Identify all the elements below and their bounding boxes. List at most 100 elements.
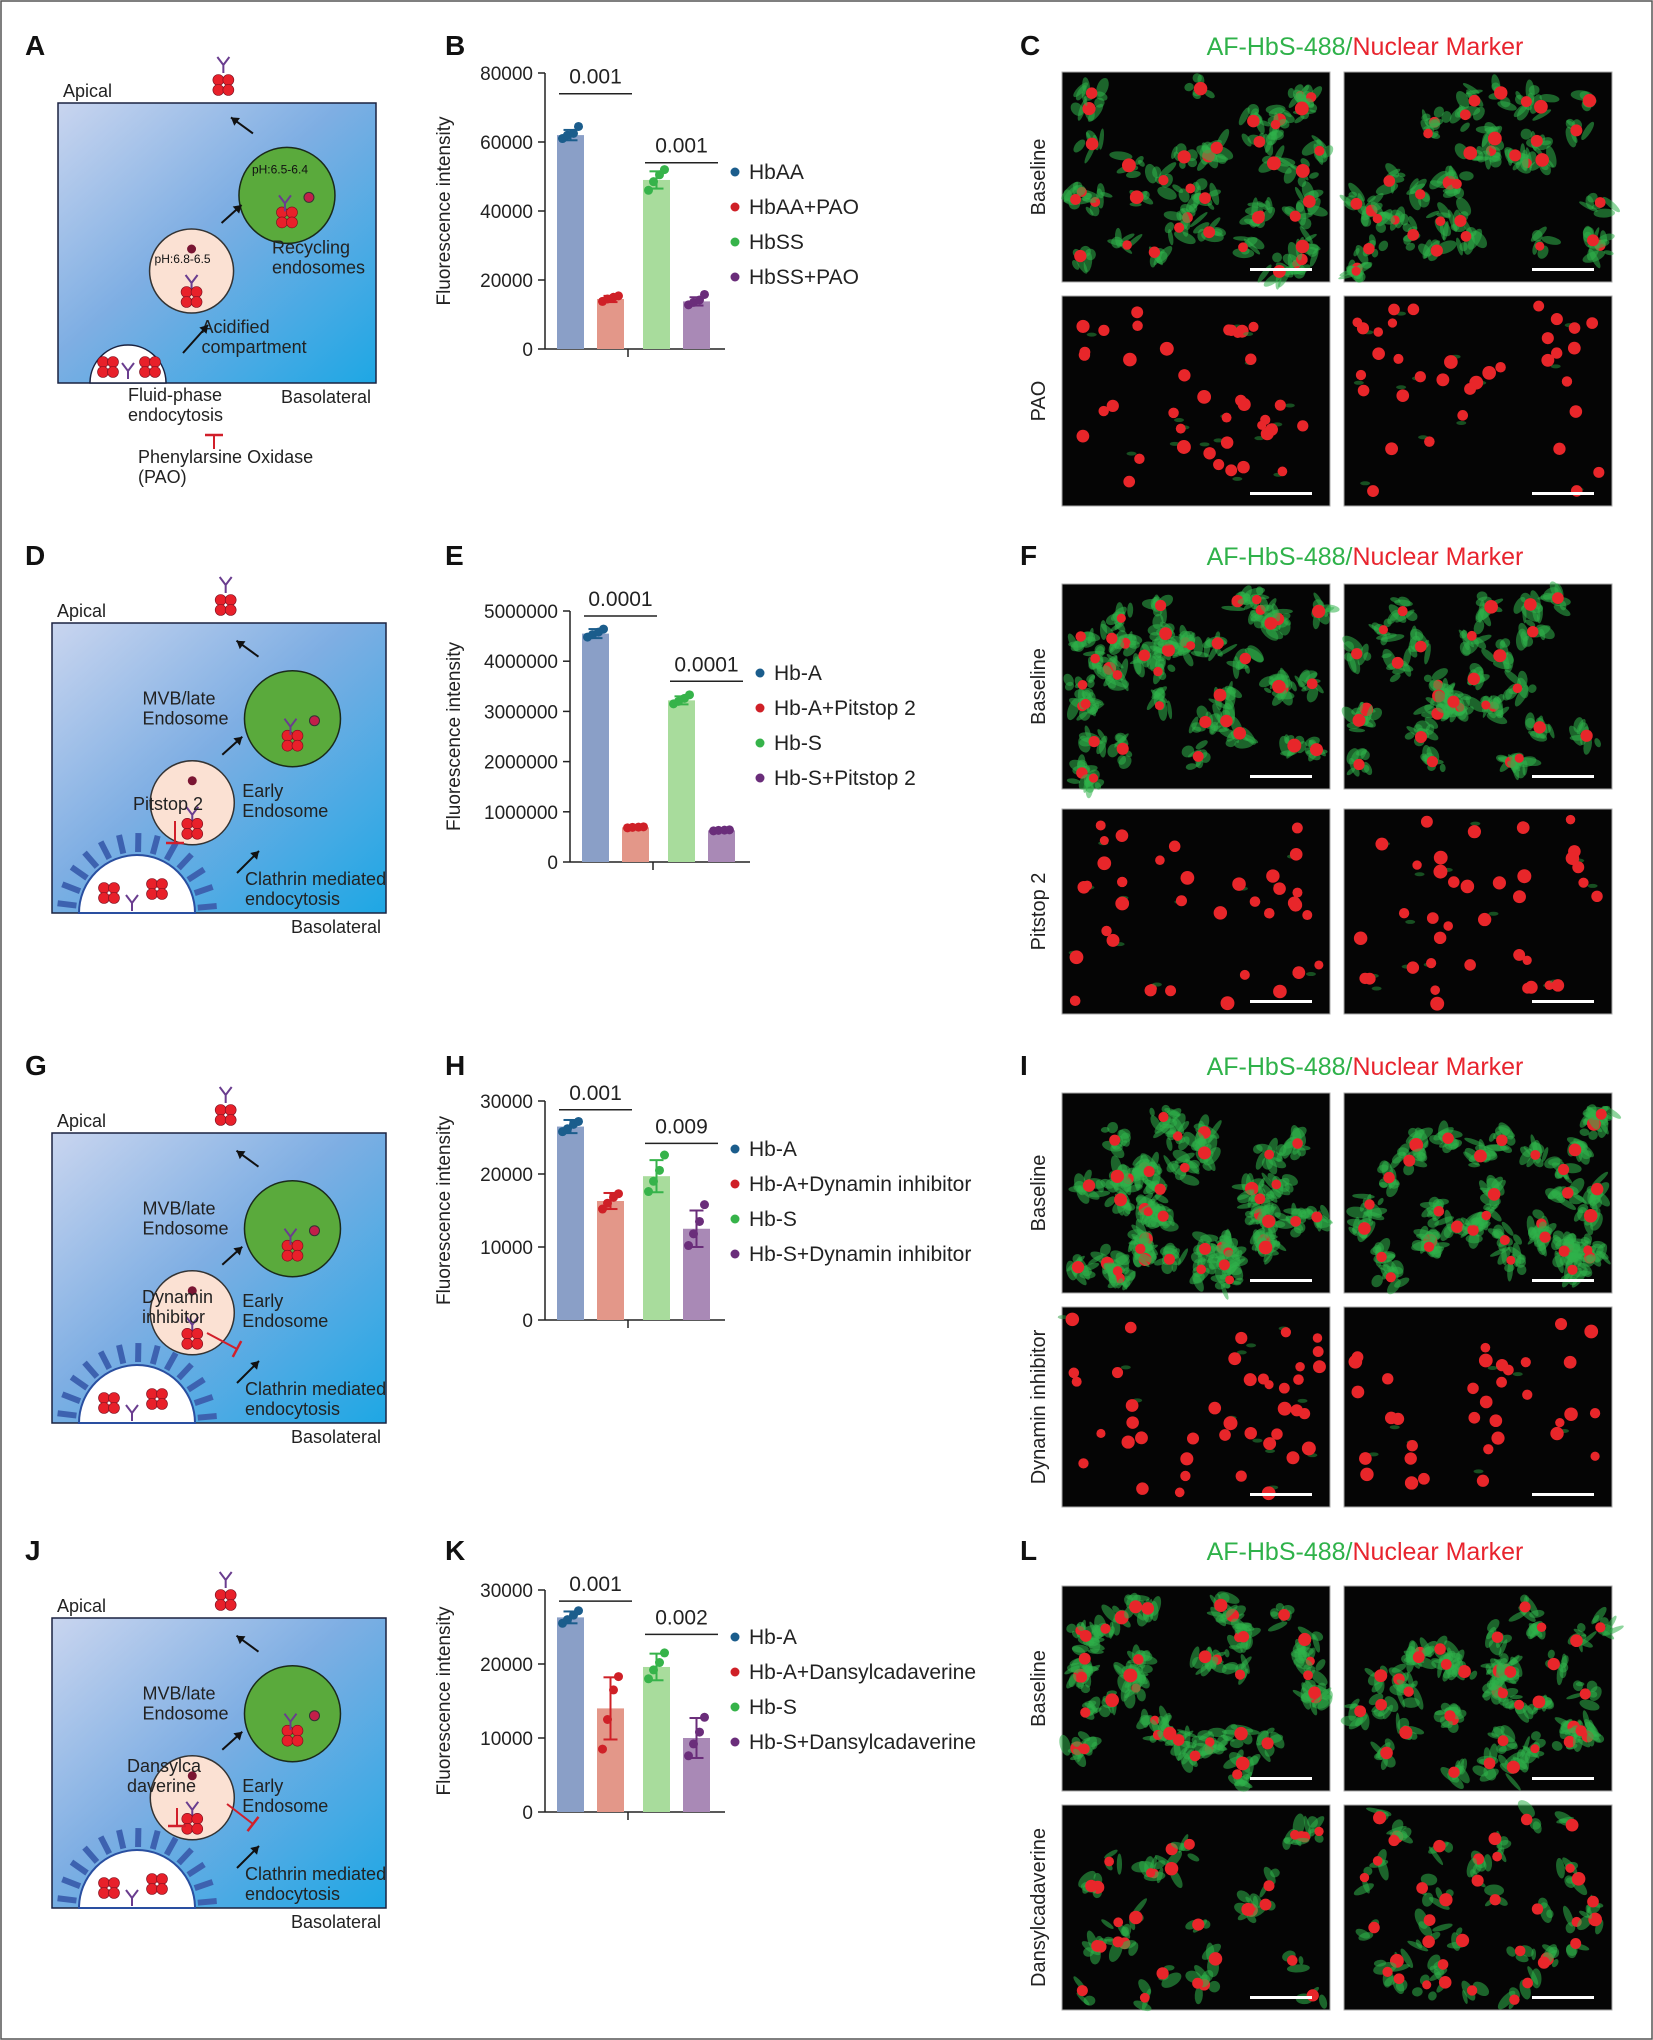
nucleus [1464,959,1476,971]
nucleus [1385,442,1399,456]
released-hemoglobin [214,594,237,616]
hbs-signal [1072,184,1086,197]
receptor-icon [218,1086,233,1103]
hemoglobin-subunit [181,817,194,830]
arrow-head [233,1246,243,1256]
arrow-head [236,1635,246,1645]
hbs-signal [1282,253,1300,267]
nucleus [1106,933,1120,947]
nucleus [1513,890,1526,904]
nucleus [1192,1977,1204,1989]
hbs-signal [1232,248,1255,259]
hbs-signal [1078,1262,1100,1272]
hbs-signal [1252,1229,1262,1248]
hbs-signal [1582,1710,1591,1730]
nucleus [1079,1630,1092,1642]
late-endosome [238,146,336,245]
nucleus [1506,1760,1520,1774]
scale-bar [1250,1279,1312,1282]
hbs-signal [1249,1893,1263,1908]
hbs-signal [1586,1680,1598,1693]
hbs-signal [1566,1137,1588,1149]
condition-label: Dynamin inhibitor [1028,1329,1050,1484]
legend-label: HbSS+PAO [749,266,859,289]
hbs-signal [1416,1151,1428,1162]
data-point [574,1606,583,1616]
nucleus [1360,1467,1374,1482]
lower-compartment-label: compartment [202,337,307,357]
hbs-signal [1315,1659,1326,1671]
hbs-signal [1294,186,1306,205]
nucleus [1247,114,1260,128]
lower-compartment-label: Endosome [242,1311,328,1331]
hbs-signal [1195,740,1208,750]
nucleus [1579,1688,1591,1700]
clathrin-bristle [186,1861,206,1878]
micrograph-tile [1061,295,1331,507]
nucleus [1584,1324,1599,1339]
hbs-signal [1403,648,1412,667]
hemoglobin-subunit [98,1392,110,1404]
hbs-signal [1104,1849,1118,1859]
hbs-signal [1088,1636,1101,1654]
nucleus [1234,1726,1248,1741]
hemoglobin-subunit [108,1402,120,1414]
nucleus [1156,1967,1169,1980]
hemoglobin-subunit [276,216,288,229]
nucleus [1430,996,1445,1011]
micrograph-background [1343,1306,1613,1508]
hemoglobin-subunit [224,604,237,616]
hbs-signal [1496,1743,1507,1754]
nucleus [1404,1452,1417,1465]
hbs-signal [1308,172,1319,179]
hbs-signal [1267,129,1284,140]
nucleus [1074,249,1087,263]
hbs-signal [1491,1176,1503,1189]
hbs-signal [1137,1252,1155,1264]
nucleus [1583,1245,1593,1255]
data-point [644,1187,653,1197]
bar [557,135,584,349]
hbs-signal [1581,121,1595,141]
legend-marker [730,202,740,212]
nucleus [1569,405,1583,418]
nucleus [1123,475,1136,488]
hbs-signal [1320,1204,1330,1219]
hbs-signal [1358,1932,1374,1941]
endosome-hemoglobin [281,1724,304,1747]
nucleus [1112,1936,1124,1948]
data-point [700,1200,709,1210]
hemoglobin-subunit [108,1877,120,1889]
nucleus [1213,906,1228,920]
hbs-signal [1110,1144,1125,1159]
nucleus [1479,1395,1493,1409]
nucleus [1595,1622,1606,1633]
nucleus [1420,815,1433,828]
lower-ph-label: pH:6.8-6.5 [155,252,211,266]
hbs-signal [1114,732,1127,743]
nucleus [1455,1933,1470,1948]
diagram-d: DApicalBasolateralMVB/lateEndosomeEarlyE… [25,540,387,937]
nucleus [1115,896,1130,911]
receptor-icon [216,56,231,73]
arrow-head [233,1731,243,1741]
nucleus [1289,847,1303,861]
early-endosome [149,1755,236,1841]
hbs-signal [1174,645,1185,655]
nucleus [1547,1657,1560,1671]
nucleus [1570,485,1583,497]
hbs-signal [1392,667,1405,675]
hbs-signal [1132,1155,1143,1166]
nucleus [1214,1598,1228,1612]
nucleus [1180,1470,1191,1482]
nucleus [1388,1834,1400,1847]
panel-label-f: F [1020,540,1037,571]
clathrin-bristle [69,1859,89,1876]
nucleus [1530,1149,1541,1160]
hbs-signal [1393,1830,1413,1844]
nucleus [1234,1669,1246,1680]
clathrin-bristle [98,840,112,861]
diagram-a: AApicalBasolateralpH:6.5-6.4Recyclingend… [25,30,377,487]
y-tick-label: 30000 [480,1092,533,1113]
